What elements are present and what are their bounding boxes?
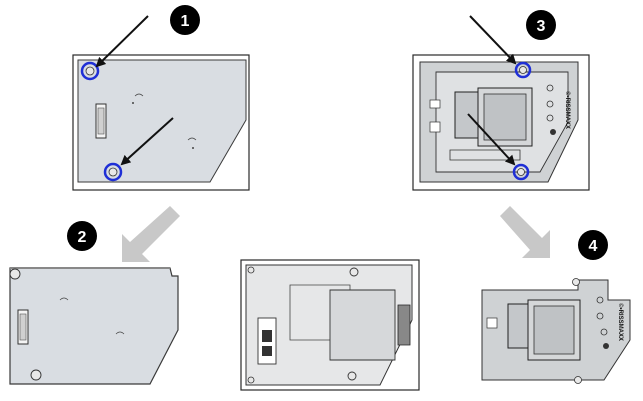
step-badge-2: 2 xyxy=(67,221,97,251)
part-marking-label: ©•RISSMAXX xyxy=(617,303,624,341)
panel-1-cover-closed xyxy=(72,15,250,191)
panel-4-lamp-removed: ©•RISSMAXX xyxy=(481,278,631,384)
screw-icon xyxy=(347,371,357,381)
svg-text:3: 3 xyxy=(537,18,546,35)
screw-icon xyxy=(30,369,42,381)
arrow-icon xyxy=(469,15,517,65)
screw-icon xyxy=(574,376,582,384)
screw-icon[interactable] xyxy=(514,61,532,79)
panel-2-cover-removed xyxy=(9,267,179,385)
arrow-icon xyxy=(500,206,550,258)
svg-text:2: 2 xyxy=(78,229,87,246)
step-badge-1: 1 xyxy=(170,5,200,35)
step-badge-3: 3 xyxy=(526,10,556,40)
screw-icon[interactable] xyxy=(80,61,100,81)
lamp-module-icon xyxy=(329,289,396,361)
step-badge-4: 4 xyxy=(578,230,608,260)
screw-icon[interactable] xyxy=(512,163,530,181)
part-marking-label: ©•RISSMAXX xyxy=(564,91,571,129)
arrow-icon xyxy=(122,206,180,262)
svg-text:1: 1 xyxy=(181,13,190,30)
panel-lamp-compartment xyxy=(240,259,420,391)
panel-3-lamp-exposed: ©•RISSMAXX xyxy=(412,15,590,191)
lamp-cover xyxy=(9,267,179,385)
arrow-icon xyxy=(95,15,149,68)
screw-icon xyxy=(9,268,21,280)
arrow-icon xyxy=(467,113,516,166)
screw-icon[interactable] xyxy=(103,162,123,182)
lamp-cover xyxy=(77,59,247,183)
screw-icon xyxy=(349,267,359,277)
arrow-icon xyxy=(120,117,174,166)
screw-icon xyxy=(572,278,580,286)
svg-text:4: 4 xyxy=(589,238,598,255)
